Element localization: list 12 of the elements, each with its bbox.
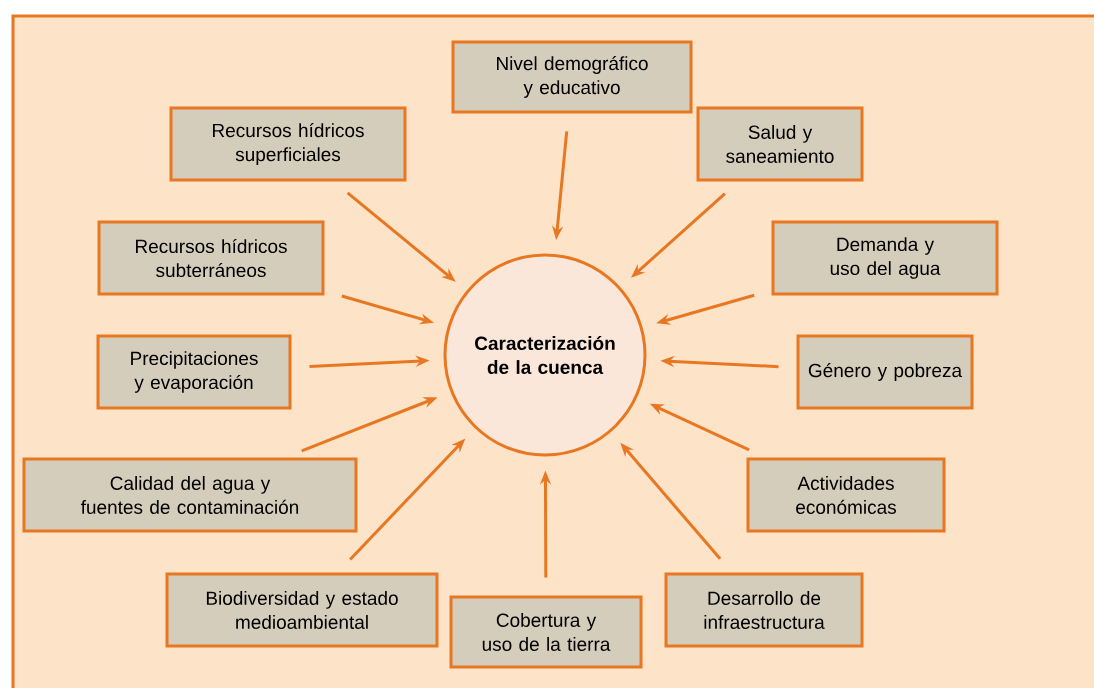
topic-box: Biodiversidad y estado medioambiental <box>165 572 439 648</box>
topic-box: Cobertura y uso de la tierra <box>449 595 643 669</box>
topic-box: Calidad del agua y fuentes de contaminación <box>22 457 358 533</box>
topic-box: Recursos hídricos superficiales <box>169 106 407 182</box>
topic-box: Desarrollo de infraestructura <box>664 572 864 648</box>
topic-box: Salud y saneamiento <box>696 106 864 182</box>
topic-box: Actividades económicas <box>746 457 946 533</box>
topic-box: Demanda y uso del agua <box>771 220 999 296</box>
topic-box: Nivel demográfico y educativo <box>451 40 693 114</box>
topic-box: Precipitaciones y evaporación <box>96 334 292 410</box>
topic-box: Género y pobreza <box>796 334 974 410</box>
topic-box: Recursos hídricos subterráneos <box>97 220 325 296</box>
